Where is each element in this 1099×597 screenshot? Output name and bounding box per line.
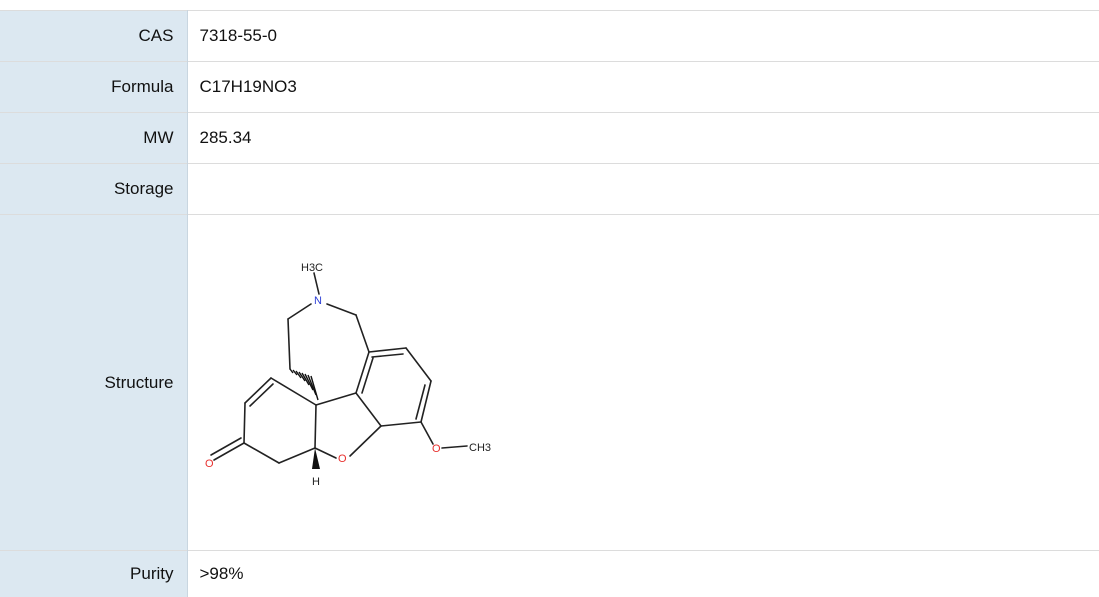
atom-label-methyl: H3C — [301, 262, 323, 274]
atom-label-methoxy-oxygen: O — [432, 443, 441, 455]
value-mw: 285.34 — [187, 113, 1099, 164]
atom-label-ring-oxygen: O — [338, 453, 347, 465]
label-formula: Formula — [0, 62, 187, 113]
row-structure: Structure — [0, 215, 1099, 551]
label-structure: Structure — [0, 215, 187, 551]
property-table: CAS 7318-55-0 Formula C17H19NO3 MW 285.3… — [0, 10, 1099, 597]
value-structure: H3C N O O H O CH3 — [187, 215, 1099, 551]
row-mw: MW 285.34 — [0, 113, 1099, 164]
label-mw: MW — [0, 113, 187, 164]
label-cas: CAS — [0, 11, 187, 62]
row-storage: Storage — [0, 164, 1099, 215]
row-formula: Formula C17H19NO3 — [0, 62, 1099, 113]
atom-label-methoxy-carbon: CH3 — [469, 442, 491, 454]
row-cas: CAS 7318-55-0 — [0, 11, 1099, 62]
row-purity: Purity >98% — [0, 551, 1099, 597]
value-formula: C17H19NO3 — [187, 62, 1099, 113]
value-storage — [187, 164, 1099, 215]
label-storage: Storage — [0, 164, 187, 215]
atom-label-nitrogen: N — [314, 295, 322, 307]
value-cas: 7318-55-0 — [187, 11, 1099, 62]
atom-label-hydrogen: H — [312, 476, 320, 488]
structure-diagram: H3C N O O H O CH3 — [188, 215, 528, 550]
value-purity: >98% — [187, 551, 1099, 597]
label-purity: Purity — [0, 551, 187, 597]
atom-label-ketone-oxygen: O — [205, 458, 214, 470]
